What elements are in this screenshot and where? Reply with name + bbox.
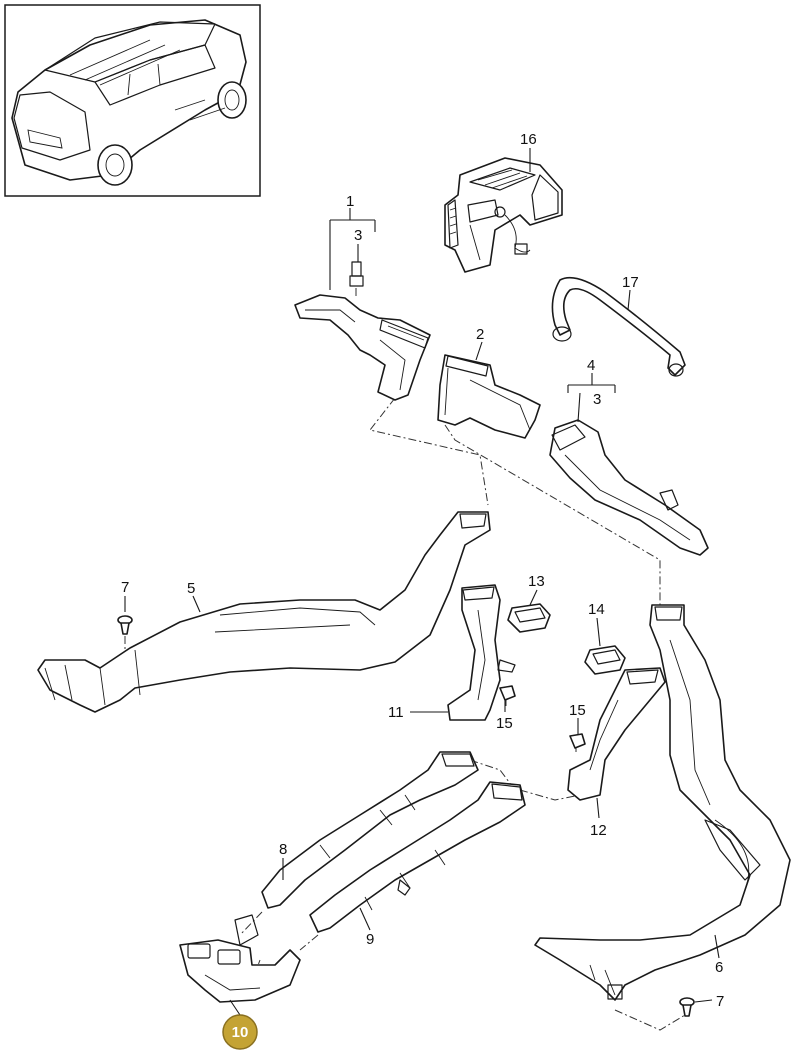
label-part-7-upper: 7 <box>121 579 129 596</box>
part-11-vent-duct <box>447 584 516 721</box>
part-15-clip-upper <box>499 685 516 706</box>
label-part-3-upper: 3 <box>354 227 362 244</box>
highlighted-callout-part-10[interactable]: 10 <box>222 1014 258 1050</box>
part-9-rear-duct <box>309 781 526 933</box>
label-part-4: 4 <box>587 357 595 374</box>
label-part-15-upper: 15 <box>496 715 513 732</box>
label-part-14: 14 <box>588 601 605 618</box>
label-part-5: 5 <box>187 580 195 597</box>
label-part-16: 16 <box>520 131 537 148</box>
part-17-hose <box>551 276 686 377</box>
part-labels: 1 3 16 17 2 4 3 7 5 13 14 11 15 15 12 8 … <box>121 131 724 1010</box>
label-part-15-lower: 15 <box>569 702 586 719</box>
part-1-upper-duct <box>294 261 431 401</box>
label-part-13: 13 <box>528 573 545 590</box>
label-part-8: 8 <box>279 841 287 858</box>
label-part-1: 1 <box>346 193 354 210</box>
part-7-screw-lower <box>679 997 695 1017</box>
label-part-3-right: 3 <box>593 391 601 408</box>
part-10-junction-duct <box>179 914 301 1003</box>
part-13-vent <box>507 603 551 633</box>
part-2-center-duct <box>437 354 541 439</box>
label-part-11: 11 <box>388 704 404 721</box>
leader-lines <box>124 148 720 1016</box>
label-part-6: 6 <box>715 959 723 976</box>
part-14-vent <box>584 645 626 675</box>
part-15-clip-lower <box>569 733 586 752</box>
part-16-control-unit <box>444 157 563 273</box>
label-part-9: 9 <box>366 931 374 948</box>
vehicle-outline <box>11 19 247 186</box>
label-part-17: 17 <box>622 274 639 291</box>
part-7-screw-upper <box>117 615 133 635</box>
label-part-12: 12 <box>590 822 607 839</box>
part-8-rear-duct <box>261 751 479 909</box>
part-6-floor-duct-right <box>534 604 791 1001</box>
label-part-2: 2 <box>476 326 484 343</box>
part-4-right-duct <box>549 419 709 556</box>
label-part-7-lower: 7 <box>716 993 724 1010</box>
label-part-10[interactable]: 10 <box>232 1024 249 1041</box>
vehicle-overview-inset <box>4 4 261 197</box>
part-5-floor-duct-left <box>37 511 491 713</box>
part-12-vent-duct <box>567 667 666 801</box>
highlight-badge[interactable] <box>222 1014 258 1050</box>
